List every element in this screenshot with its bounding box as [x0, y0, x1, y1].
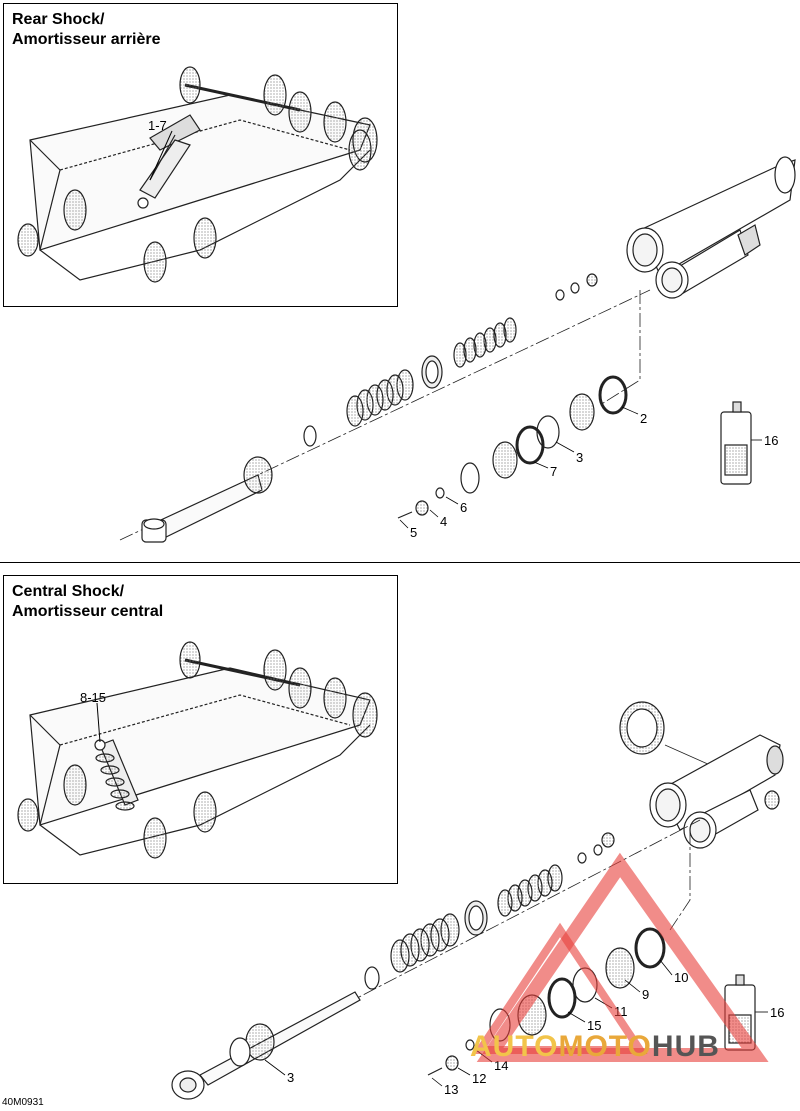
central-callout-3: 3	[287, 1070, 294, 1085]
rear-washer-6	[435, 487, 445, 499]
central-nut-stack	[577, 832, 615, 864]
central-o-ring-15	[547, 977, 577, 1019]
rear-ref-label: 1-7	[148, 118, 167, 133]
central-lower-shim-stack	[390, 913, 460, 973]
rear-nut-4	[415, 500, 429, 516]
rear-shaft-assembly	[141, 456, 273, 543]
rear-o-ring-2	[598, 375, 628, 415]
central-ref-label: 8-15	[80, 690, 106, 705]
rear-suspension-illustration	[17, 66, 378, 283]
central-o-ring-10	[634, 927, 666, 969]
rear-o-ring-3	[536, 415, 560, 449]
central-shock-body	[649, 734, 784, 849]
rear-callout-16: 16	[764, 433, 778, 448]
central-shaft-assembly	[171, 991, 361, 1100]
document-code: 40M0931	[2, 1097, 44, 1108]
central-ref-leader	[96, 702, 101, 743]
central-shock-title-en: Central Shock/	[12, 583, 125, 600]
central-washer-14	[465, 1039, 475, 1051]
central-callout-9: 9	[642, 987, 649, 1002]
rear-callout-3: 3	[576, 450, 583, 465]
rear-oil-bottle	[720, 401, 752, 485]
central-washer	[364, 966, 380, 990]
central-nut-12	[445, 1055, 459, 1071]
central-callout-15: 15	[587, 1018, 601, 1033]
central-upper-shim-stack	[497, 864, 563, 917]
rear-callout-7: 7	[550, 464, 557, 479]
rear-shock-title-en: Rear Shock/	[12, 11, 105, 28]
rear-callouts	[399, 406, 762, 529]
rear-upper-shim-stack	[453, 317, 517, 368]
rear-piston	[421, 355, 443, 389]
rear-callout-5: 5	[410, 525, 417, 540]
central-exploded-shock	[171, 701, 784, 1100]
rear-washer	[303, 425, 317, 447]
rear-o-ring-7	[515, 425, 545, 465]
watermark-text: AUTOMOTOHUB	[470, 1030, 720, 1063]
rear-callout-6: 6	[460, 500, 467, 515]
rear-lower-shim-stack	[346, 369, 414, 427]
central-callout-12: 12	[472, 1071, 486, 1086]
central-shock-title-fr: Amortisseur central	[12, 603, 164, 620]
central-screw-13	[427, 1067, 443, 1076]
central-callout-16: 16	[770, 1005, 784, 1020]
rear-nut-stack	[555, 273, 598, 301]
central-piston	[464, 900, 488, 936]
rear-shock-title-fr: Amortisseur arrière	[12, 31, 161, 48]
rear-callout-2: 2	[640, 411, 647, 426]
watermark-logo-icon	[472, 852, 769, 1062]
central-callout-13: 13	[444, 1082, 458, 1097]
central-callout-10: 10	[674, 970, 688, 985]
rear-ref-leader	[149, 130, 173, 181]
central-suspension-illustration	[17, 641, 378, 859]
central-dust-cap	[619, 701, 665, 755]
rear-shock-body	[626, 156, 796, 299]
rear-callout-4: 4	[440, 514, 447, 529]
central-coil-shock	[94, 739, 139, 811]
rear-seal-head	[460, 393, 595, 494]
rear-screw-5	[397, 511, 413, 519]
section-divider	[0, 562, 800, 563]
rear-exploded-shock	[119, 156, 796, 543]
